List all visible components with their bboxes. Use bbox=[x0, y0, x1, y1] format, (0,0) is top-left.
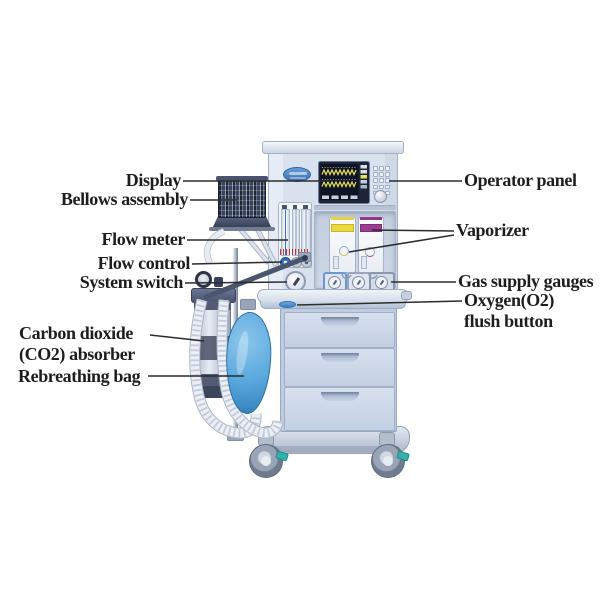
absorber-knob bbox=[214, 277, 223, 287]
flow-control-knob-o2 bbox=[280, 257, 291, 268]
brand-logo bbox=[283, 167, 311, 182]
gas-gauge-3-needle bbox=[379, 279, 385, 286]
table-side-handle bbox=[401, 291, 412, 300]
gas-gauge-2-needle bbox=[356, 279, 362, 286]
top-lid bbox=[262, 141, 404, 154]
canister-foot bbox=[202, 386, 224, 398]
panel-button bbox=[385, 166, 390, 171]
panel-button bbox=[373, 184, 378, 190]
caster-right-hub bbox=[383, 456, 393, 466]
label-system-switch: System switch bbox=[79, 272, 184, 292]
vaporizer-left-sight-glass bbox=[333, 256, 339, 269]
bellows-top-cap bbox=[216, 176, 268, 181]
label-rebreathing-bag: Rebreathing bag bbox=[18, 366, 141, 386]
absorber-pressure-gauge bbox=[195, 271, 212, 288]
table-top bbox=[257, 289, 409, 303]
drawer-2-handle bbox=[320, 353, 359, 362]
bellows-base bbox=[212, 216, 272, 229]
drawer-1 bbox=[284, 312, 395, 348]
canister-bottom-band bbox=[194, 374, 231, 386]
brand-logo-stripe2 bbox=[290, 177, 306, 179]
bellows-hose-outline bbox=[203, 228, 226, 265]
flow-meter-scale-ticks bbox=[280, 249, 310, 255]
label-co2-absorber: Carbon dioxide (CO2) absorber bbox=[19, 323, 135, 365]
drawer-3 bbox=[284, 387, 395, 431]
drawer-2 bbox=[284, 348, 395, 387]
vaporizer-left-dial bbox=[339, 246, 349, 256]
label-oxygen-flush: Oxygen(O2) flush button bbox=[464, 290, 554, 332]
label-co2-absorber-line2: (CO2) absorber bbox=[19, 344, 135, 364]
vaporizer-left-top-strip bbox=[331, 217, 354, 220]
screen-graphics bbox=[318, 161, 370, 204]
panel-button bbox=[373, 172, 378, 177]
gas-gauge-1-face bbox=[328, 276, 341, 289]
panel-button bbox=[379, 172, 384, 177]
vaporizer-left-label-band bbox=[331, 224, 354, 232]
vaporizer-right-sight-glass bbox=[361, 256, 367, 269]
screen-waveform-2 bbox=[321, 180, 357, 188]
screen-waveform-1 bbox=[321, 168, 357, 176]
o2-flush-button bbox=[279, 301, 296, 308]
gas-gauge-3-face bbox=[375, 276, 388, 289]
rebreathing-bag bbox=[224, 311, 273, 415]
label-flow-control: Flow control bbox=[97, 253, 191, 273]
gas-gauge-1-needle bbox=[332, 279, 338, 286]
screen-softkey-row bbox=[322, 195, 358, 199]
panel-button bbox=[373, 166, 378, 171]
drawer-3-handle bbox=[320, 392, 359, 401]
brand-logo-stripe bbox=[289, 172, 307, 175]
bag-highlight bbox=[234, 330, 251, 376]
bellows-body bbox=[218, 179, 266, 218]
drawer-1-handle bbox=[320, 317, 359, 326]
label-gas-supply-gauges: Gas supply gauges bbox=[458, 271, 594, 291]
flow-tube-cap-3 bbox=[303, 205, 308, 209]
panel-button bbox=[379, 184, 384, 190]
label-co2-absorber-line1: Carbon dioxide bbox=[19, 323, 133, 343]
label-oxygen-flush-line1: Oxygen(O2) bbox=[464, 290, 554, 310]
base-edge-shadow bbox=[268, 446, 400, 452]
panel-groove bbox=[314, 205, 396, 210]
panel-button bbox=[379, 166, 384, 171]
label-flow-meter: Flow meter bbox=[101, 229, 186, 249]
caster-left-hub bbox=[261, 456, 271, 466]
panel-button bbox=[373, 178, 378, 183]
system-switch-needle bbox=[292, 277, 300, 286]
flow-tube-cap-1 bbox=[282, 205, 287, 209]
panel-button bbox=[385, 184, 390, 190]
bellows-plate bbox=[209, 227, 275, 231]
pole-foot bbox=[227, 432, 244, 441]
vaporizer-right-top-strip bbox=[360, 217, 382, 220]
flow-tube-cap-2 bbox=[293, 205, 297, 209]
panel-button bbox=[385, 178, 390, 183]
bellows-hose bbox=[204, 228, 226, 265]
circuit-arm-joint-block bbox=[298, 252, 311, 262]
panel-button bbox=[379, 178, 384, 183]
label-vaporizer: Vaporizer bbox=[456, 220, 529, 240]
label-oxygen-flush-line2: flush button bbox=[464, 311, 553, 331]
vaporizer-right-label-band bbox=[360, 224, 382, 232]
label-bellows-assembly: Bellows assembly bbox=[60, 189, 189, 209]
panel-button bbox=[385, 172, 390, 177]
monitor-screen bbox=[318, 161, 370, 204]
rotary-control-knob bbox=[374, 190, 387, 203]
operator-button-grid bbox=[373, 166, 390, 196]
gas-gauge-2-face bbox=[352, 276, 365, 289]
label-display: Display bbox=[125, 170, 182, 190]
canister-content-band bbox=[196, 336, 229, 360]
bag-connector bbox=[240, 299, 256, 310]
canister-top-band bbox=[194, 301, 231, 310]
label-operator-panel: Operator panel bbox=[464, 170, 577, 190]
screen-menu-bars bbox=[360, 165, 367, 189]
